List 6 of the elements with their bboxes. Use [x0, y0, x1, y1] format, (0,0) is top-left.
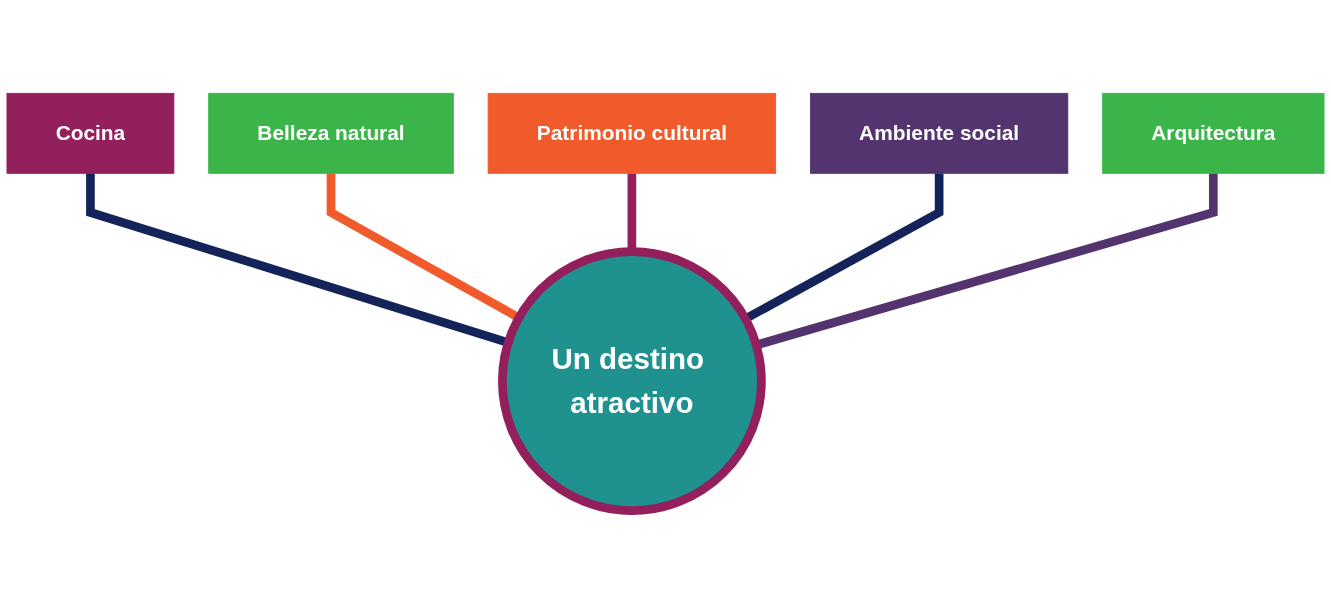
node-box: Belleza natural: [208, 92, 454, 174]
node-box: Arquitectura: [1102, 92, 1325, 174]
node-box: Ambiente social: [810, 92, 1069, 174]
node-box: Patrimonio cultural: [487, 92, 777, 174]
node-circle: Un destino atractivo: [498, 247, 766, 515]
node-box: Cocina: [6, 92, 175, 174]
